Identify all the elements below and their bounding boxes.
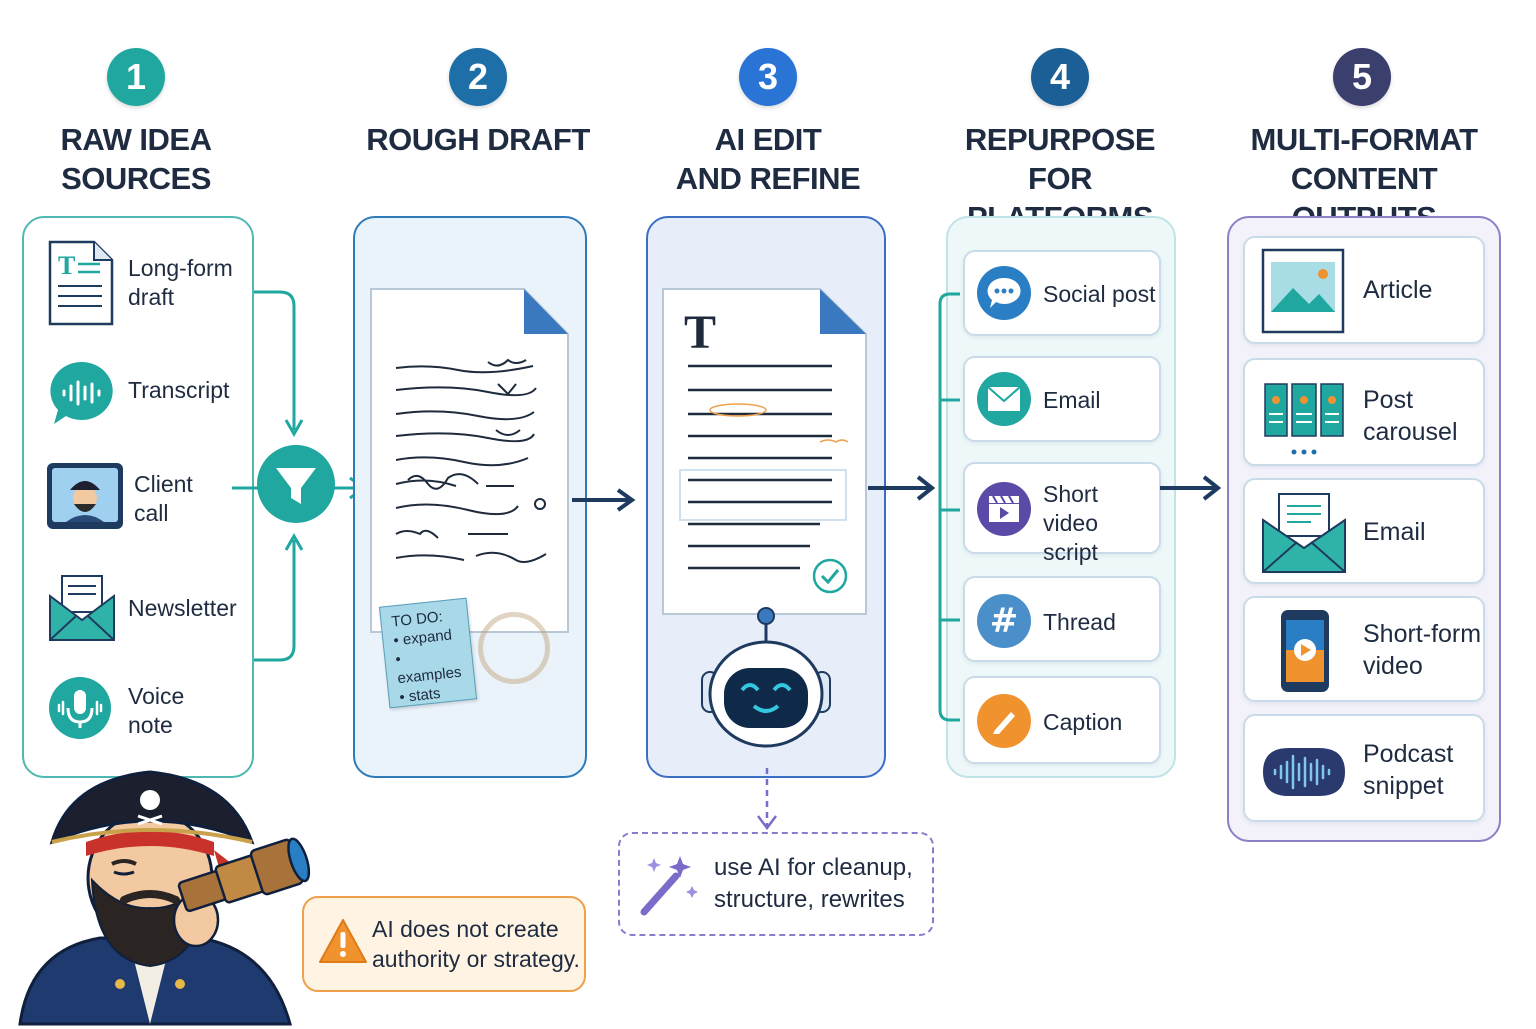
speech-waveform-icon — [48, 360, 114, 431]
arrow-repurpose-to-outputs — [1160, 474, 1224, 507]
warning-text: AI does not create authority or strategy… — [372, 916, 580, 972]
platform-label: Short video script — [1043, 481, 1098, 565]
output-label: Post carousel — [1363, 386, 1458, 446]
source-label-transcript: Transcript — [128, 377, 230, 403]
step-number-3: 3 — [739, 48, 797, 106]
document-icon: T — [48, 240, 114, 331]
funnel-icon — [256, 444, 336, 529]
podcast-wave-icon — [1261, 744, 1347, 805]
warning-icon — [318, 918, 368, 969]
output-card-short-form-video: Short-form video — [1243, 596, 1485, 702]
output-card-post-carousel: Post carousel — [1243, 358, 1485, 466]
output-label: Email — [1363, 518, 1426, 546]
pencil-icon — [977, 694, 1031, 748]
video-call-icon — [46, 462, 124, 537]
image-icon — [1261, 248, 1345, 339]
output-card-email: Email — [1243, 478, 1485, 584]
platform-card-social-post: Social post — [963, 250, 1161, 336]
platform-card-email: Email — [963, 356, 1161, 442]
source-label-voice-note: Voice note — [128, 683, 185, 738]
svg-text:T: T — [684, 306, 716, 359]
platform-label: Social post — [1043, 281, 1156, 307]
warning-callout: AI does not create authority or strategy… — [302, 896, 586, 992]
output-label: Podcast snippet — [1363, 740, 1454, 800]
pirate-mascot-illustration — [0, 760, 320, 1029]
step-title-3: AI EDIT AND REFINE — [675, 122, 861, 196]
clapperboard-icon — [977, 482, 1031, 536]
platform-card-caption: Caption — [963, 676, 1161, 764]
source-label-long-form-draft: Long-form draft — [128, 255, 233, 310]
todo-note-text: TO DO: • expand • examples • stats — [390, 608, 463, 707]
output-card-article: Article — [1243, 236, 1485, 344]
step-number-5: 5 — [1333, 48, 1391, 106]
coffee-stain — [478, 612, 550, 684]
platform-label: Caption — [1043, 709, 1123, 735]
step-title-2: ROUGH DRAFT — [366, 122, 590, 157]
platform-connectors — [938, 292, 960, 722]
platform-card-thread: # Thread — [963, 576, 1161, 662]
platform-label: Thread — [1043, 609, 1116, 635]
envelope-icon — [977, 372, 1031, 426]
microphone-icon — [48, 676, 112, 745]
source-label-client-call: Client call — [134, 471, 193, 526]
phone-video-icon — [1279, 608, 1331, 699]
carousel-icon — [1263, 382, 1345, 463]
output-label: Article — [1363, 276, 1433, 304]
envelope-icon — [48, 574, 116, 647]
todo-sticky-note: TO DO: • expand • examples • stats — [378, 597, 478, 709]
rough-draft-document — [368, 286, 572, 641]
svg-text:T: T — [58, 251, 75, 280]
arrow-draft-to-refine — [572, 488, 636, 517]
hashtag-icon: # — [977, 594, 1031, 648]
chat-bubble-icon — [977, 266, 1031, 320]
robot-icon — [696, 606, 836, 761]
refined-document: T — [660, 286, 870, 623]
output-card-podcast-snippet: Podcast snippet — [1243, 714, 1485, 822]
ai-usage-note-text: use AI for cleanup, structure, rewrites — [714, 854, 913, 913]
platform-card-short-video-script: Short video script — [963, 462, 1161, 565]
magic-wand-icon — [636, 852, 700, 925]
arrow-refine-to-repurpose — [868, 474, 940, 507]
step-number-1: 1 — [107, 48, 165, 106]
step-number-2: 2 — [449, 48, 507, 106]
platform-label: Email — [1043, 387, 1101, 413]
source-label-newsletter: Newsletter — [128, 595, 237, 621]
step-number-4: 4 — [1031, 48, 1089, 106]
dashed-arrow-to-note — [755, 768, 779, 839]
step-title-1: RAW IDEA SOURCES — [60, 122, 213, 196]
output-label: Short-form video — [1363, 620, 1482, 680]
envelope-icon — [1261, 490, 1347, 579]
